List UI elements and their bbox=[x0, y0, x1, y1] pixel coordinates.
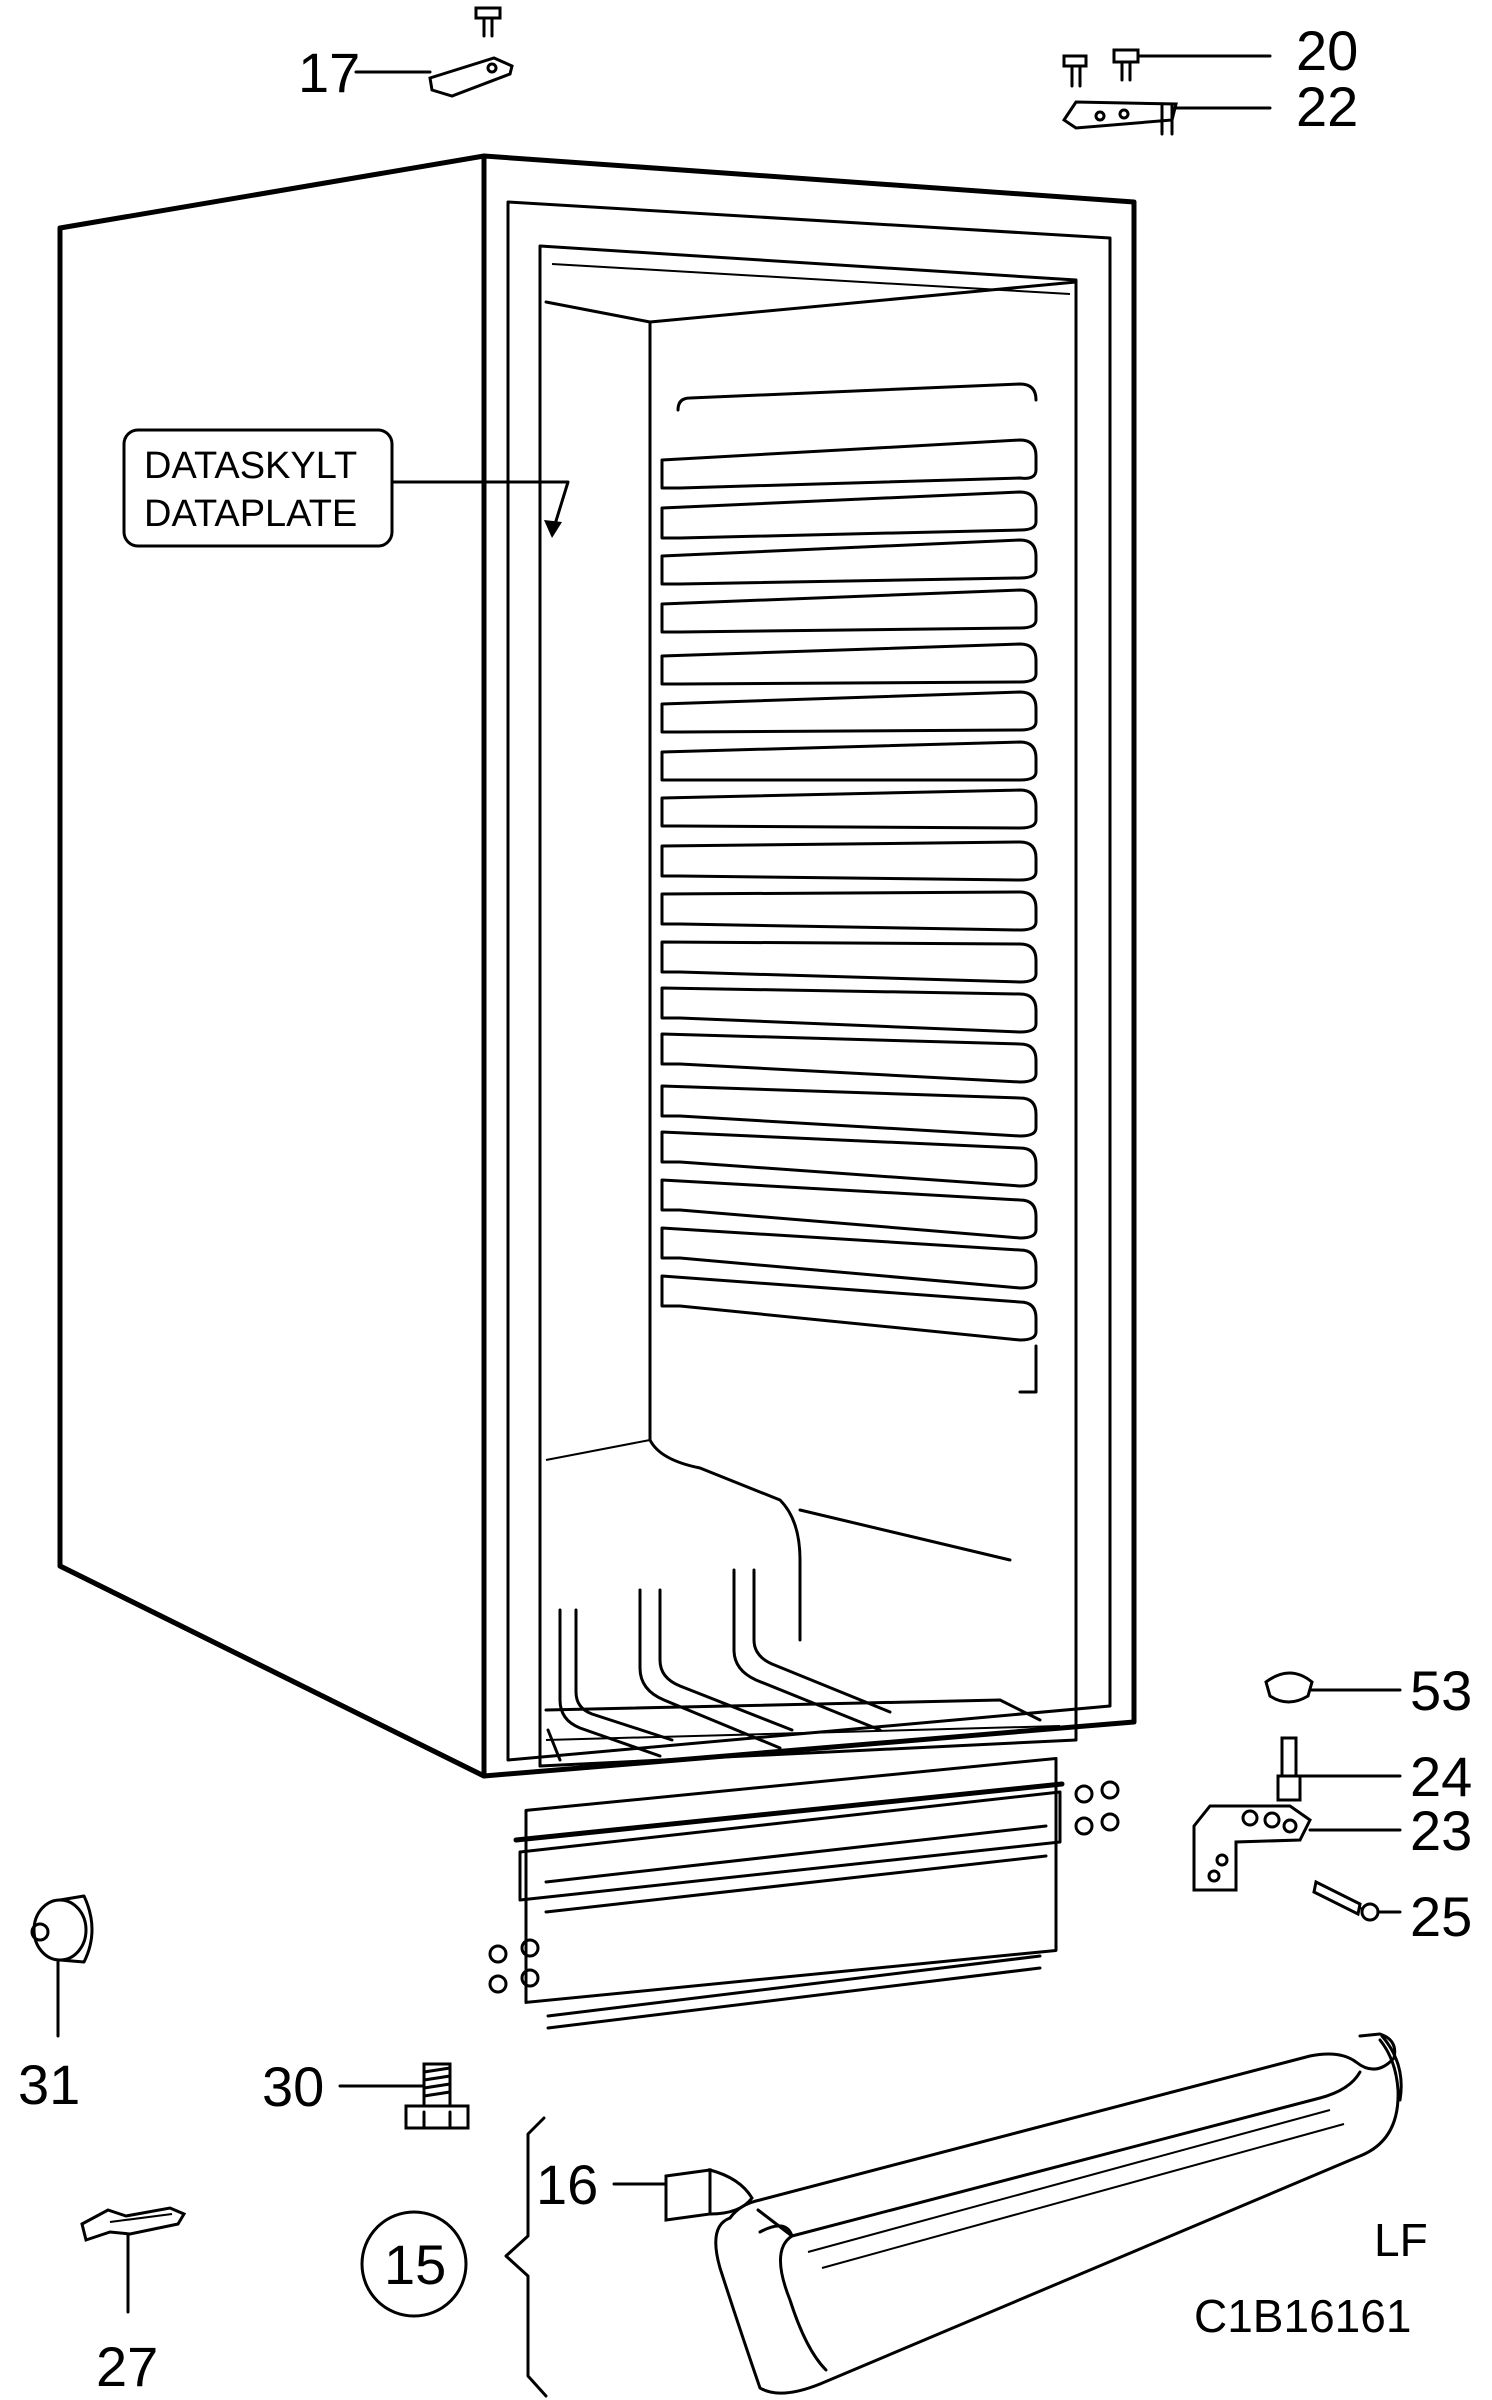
callout-15: 15 bbox=[384, 2233, 446, 2296]
hinge-bracket-23 bbox=[1192, 1804, 1312, 1892]
callout-25: 25 bbox=[1410, 1885, 1472, 1948]
end-cap-16 bbox=[664, 2168, 712, 2222]
callout-30: 30 bbox=[262, 2055, 324, 2118]
bottom-hinge-group: 53 24 23 25 bbox=[1192, 1659, 1472, 1948]
part-16-group: 16 bbox=[536, 2153, 754, 2222]
callout-22: 22 bbox=[1296, 75, 1358, 138]
data-plate-arrow bbox=[544, 520, 562, 538]
screw-icon bbox=[1062, 54, 1088, 88]
callout-16: 16 bbox=[536, 2153, 598, 2216]
callout-24: 24 bbox=[1410, 1745, 1472, 1808]
assembly-circle-15 bbox=[360, 2210, 468, 2318]
callout-23: 23 bbox=[1410, 1799, 1472, 1862]
data-plate-box bbox=[122, 428, 394, 548]
foot-31 bbox=[32, 1898, 88, 1962]
shelf-ribs bbox=[660, 382, 1038, 1394]
part-30-group: 30 bbox=[262, 2055, 470, 2130]
hinge-pin-24 bbox=[1276, 1774, 1302, 1802]
callout-27: 27 bbox=[96, 2335, 158, 2398]
bushing-53 bbox=[1264, 1671, 1314, 1704]
variant-code: LF bbox=[1374, 2214, 1428, 2266]
data-plate-callout: DATASKYLT DATAPLATE bbox=[122, 428, 570, 548]
callout-20: 20 bbox=[1296, 19, 1358, 82]
data-plate-line2: DATAPLATE bbox=[144, 493, 357, 535]
data-plate-line1: DATASKYLT bbox=[144, 445, 357, 487]
part-17-group: 17 bbox=[298, 6, 514, 104]
bottom-grille bbox=[488, 1756, 1120, 2030]
screw-icon bbox=[474, 6, 502, 38]
door-handle bbox=[714, 2032, 1403, 2395]
hinge-cover bbox=[428, 56, 514, 98]
callout-31: 31 bbox=[18, 2053, 80, 2116]
clip-27 bbox=[80, 2206, 187, 2242]
part-31-group: 31 bbox=[18, 1894, 94, 2116]
callout-17: 17 bbox=[298, 41, 360, 104]
data-plate-leader bbox=[390, 480, 570, 536]
part-27-group: 27 bbox=[80, 2206, 187, 2398]
part-20-22-group: 20 22 bbox=[1061, 19, 1358, 138]
drawing-number: C1B16161 bbox=[1194, 2290, 1411, 2342]
callout-53: 53 bbox=[1410, 1659, 1472, 1722]
part-15-group: 15 bbox=[360, 2116, 548, 2398]
assembly-bracket bbox=[504, 2116, 548, 2398]
cabinet-body bbox=[57, 153, 1137, 2030]
evaporator-tubes bbox=[544, 1568, 1061, 1762]
screw-icon bbox=[1112, 48, 1140, 82]
